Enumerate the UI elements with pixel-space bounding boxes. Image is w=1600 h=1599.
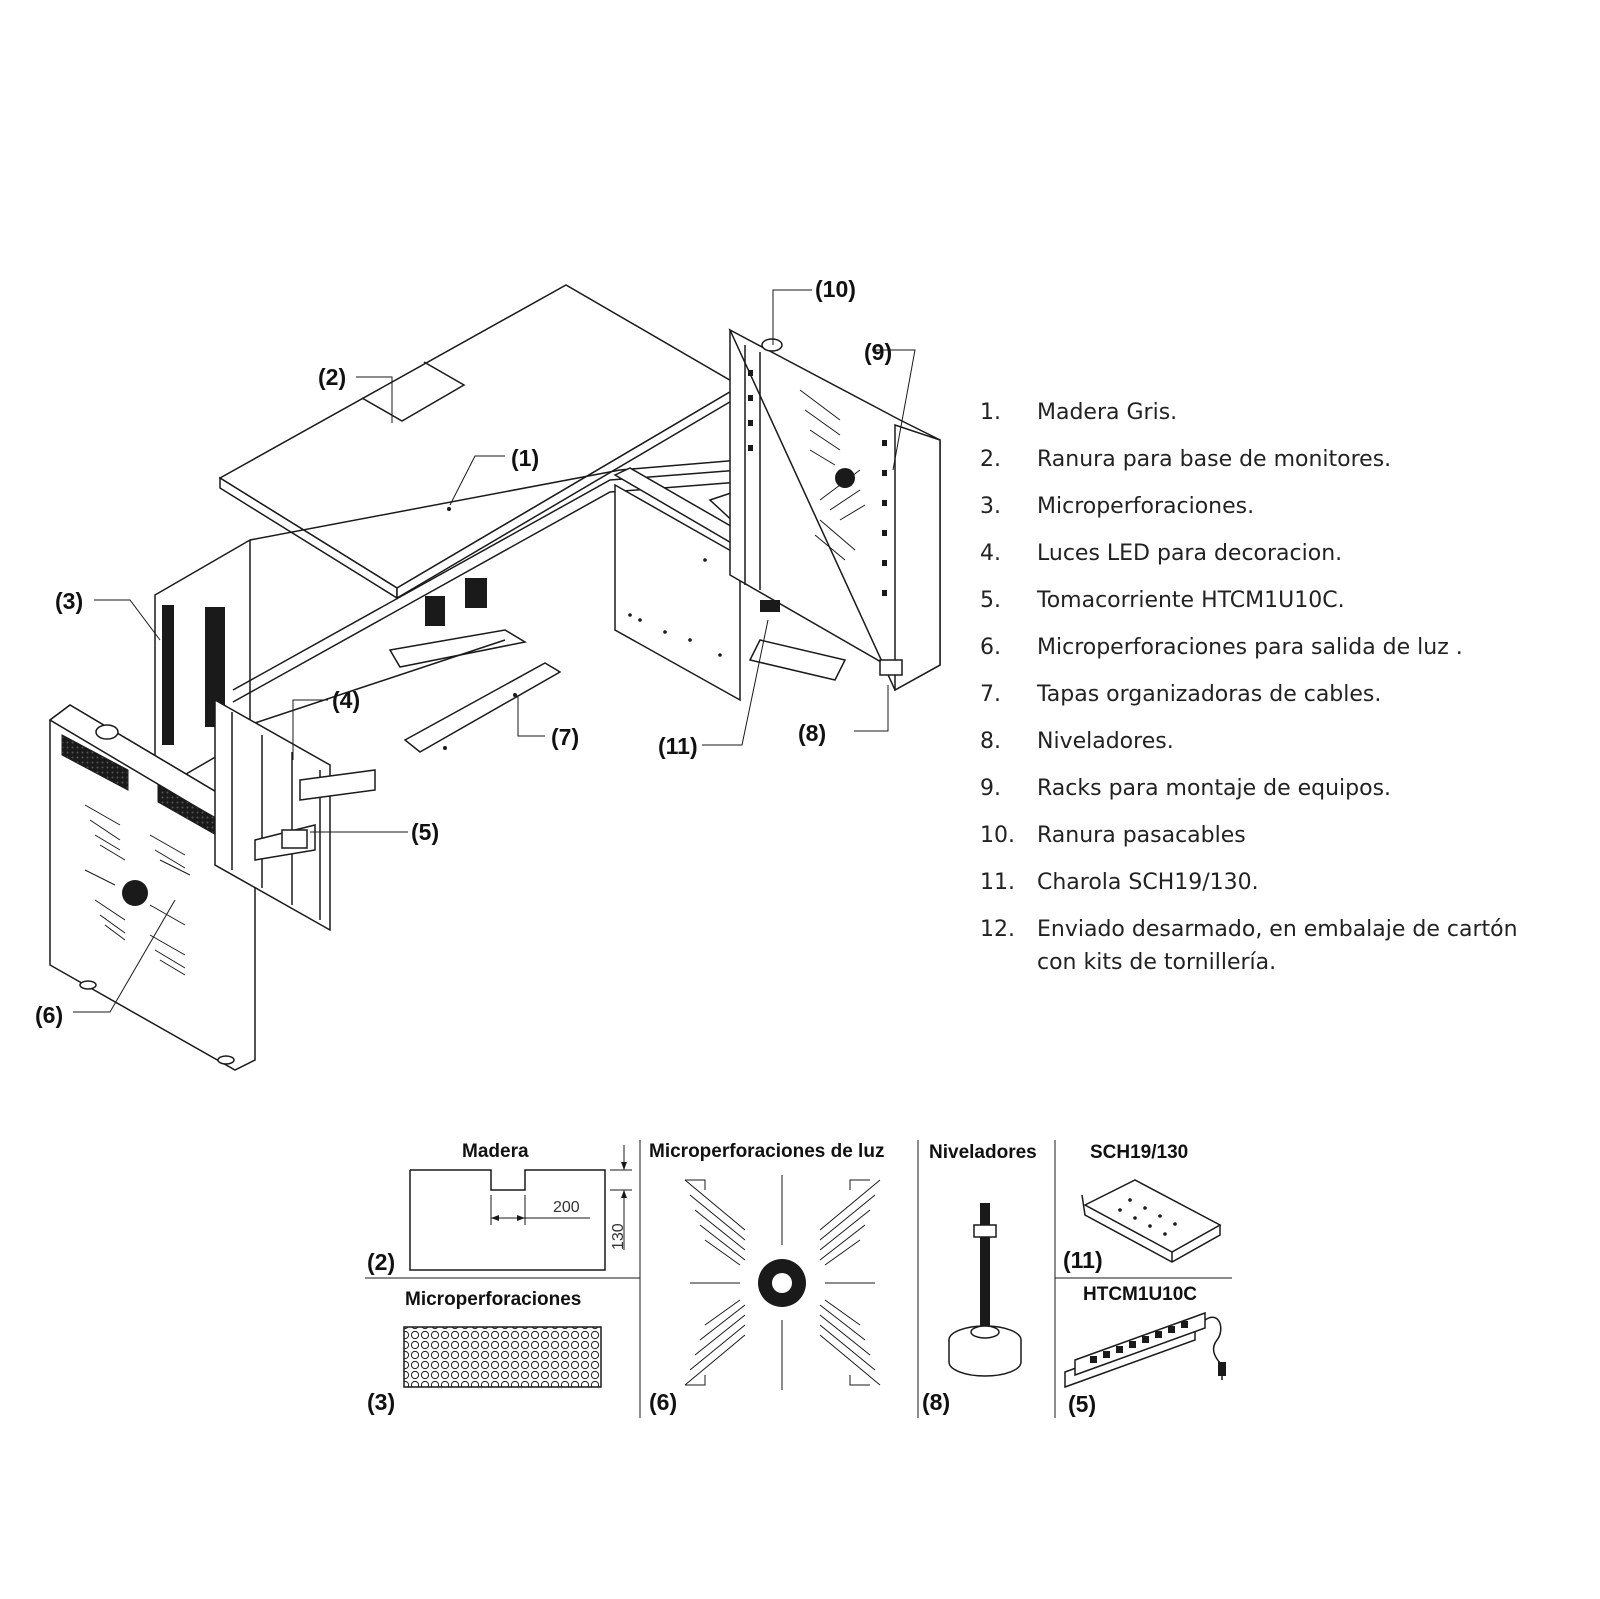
legend-text: Microperforaciones. xyxy=(1037,494,1255,519)
callout-10: (10) xyxy=(815,276,856,302)
legend-number: 4. xyxy=(980,541,1001,566)
legend-item: 12. Enviado desarmado, en embalaje de car… xyxy=(980,913,1540,979)
callout-8: (8) xyxy=(798,720,826,746)
detail-niveladores: Niveladores (8) xyxy=(922,1142,1037,1415)
callout-3: (3) xyxy=(55,588,83,614)
callout-7: (7) xyxy=(551,724,579,750)
legend-text: Microperforaciones para salida de luz . xyxy=(1037,635,1463,660)
legend-item: 5. Tomacorriente HTCM1U10C. xyxy=(980,584,1540,617)
tomacorriente-label: (5) xyxy=(1068,1391,1096,1417)
legend-number: 9. xyxy=(980,776,1001,801)
madera-height-dim: 130 xyxy=(610,1223,627,1250)
callout-5: (5) xyxy=(411,819,439,845)
detail-madera: Madera 200 130 (2) xyxy=(367,1141,632,1275)
legend-item: 10. Ranura pasacables xyxy=(980,819,1540,852)
callout-2: (2) xyxy=(318,364,346,390)
legend-item: 9. Racks para montaje de equipos. xyxy=(980,772,1540,805)
charola-label: (11) xyxy=(1063,1247,1103,1273)
callout-1: (1) xyxy=(511,445,539,471)
legend-text: Madera Gris. xyxy=(1037,400,1178,425)
legend-text: Tapas organizadoras de cables. xyxy=(1037,682,1382,707)
left-side-panel xyxy=(48,704,257,1071)
callout-4: (4) xyxy=(332,687,360,713)
legend-text: Enviado desarmado, en embalaje de cartón… xyxy=(1037,917,1518,975)
monitor-slot xyxy=(361,361,466,422)
legend-item: 1. Madera Gris. xyxy=(980,396,1540,429)
madera-title: Madera xyxy=(462,1141,529,1162)
parts-legend: 1. Madera Gris. 2. Ranura para base de mon… xyxy=(980,396,1540,993)
legend-number: 10. xyxy=(980,823,1015,848)
legend-number: 7. xyxy=(980,682,1001,707)
legend-number: 8. xyxy=(980,729,1001,754)
legend-number: 5. xyxy=(980,588,1001,613)
legend-text: Niveladores. xyxy=(1037,729,1174,754)
legend-item: 7. Tapas organizadoras de cables. xyxy=(980,678,1540,711)
detail-charola: SCH19/130 (11) xyxy=(1063,1142,1222,1273)
callout-labels: (1) (2) (3) (4) (5) (6) (7) (8) (9) (10)… xyxy=(35,276,892,1028)
legend-item: 4. Luces LED para decoracion. xyxy=(980,537,1540,570)
niveladores-title: Niveladores xyxy=(929,1142,1037,1163)
detail-tomacorriente: HTCM1U10C (5) xyxy=(1064,1284,1226,1417)
legend-text: Ranura para base de monitores. xyxy=(1037,447,1392,472)
madera-width-dim: 200 xyxy=(553,1199,580,1216)
callout-11: (11) xyxy=(658,733,698,759)
legend-number: 11. xyxy=(980,870,1015,895)
microperforaciones-label: (3) xyxy=(367,1389,395,1415)
desk-top xyxy=(218,284,742,600)
legend-item: 11. Charola SCH19/130. xyxy=(980,866,1540,899)
right-side-panel xyxy=(728,328,941,692)
legend-text: Luces LED para decoracion. xyxy=(1037,541,1343,566)
callout-9: (9) xyxy=(864,339,892,365)
legend-text: Racks para montaje de equipos. xyxy=(1037,776,1392,801)
luz-label: (6) xyxy=(649,1389,677,1415)
tomacorriente-title: HTCM1U10C xyxy=(1083,1284,1197,1305)
legend-number: 3. xyxy=(980,494,1001,519)
callout-leaders xyxy=(73,289,916,1013)
detail-panels: Madera 200 130 (2) Microperforaciones (3… xyxy=(365,1140,1232,1418)
legend-text: Ranura pasacables xyxy=(1037,823,1246,848)
charola-title: SCH19/130 xyxy=(1090,1142,1188,1163)
callout-6: (6) xyxy=(35,1002,63,1028)
niveladores-label: (8) xyxy=(922,1389,950,1415)
inner-bracket xyxy=(214,698,376,932)
legend-item: 6. Microperforaciones para salida de luz … xyxy=(980,631,1540,664)
legend-number: 2. xyxy=(980,447,1001,472)
legend-item: 3. Microperforaciones. xyxy=(980,490,1540,523)
legend-item: 2. Ranura para base de monitores. xyxy=(980,443,1540,476)
legend-number: 1. xyxy=(980,400,1001,425)
luz-title: Microperforaciones de luz xyxy=(649,1141,884,1162)
detail-luz: Microperforaciones de luz (6) xyxy=(649,1141,884,1415)
detail-microperforaciones: Microperforaciones (3) xyxy=(367,1289,602,1415)
legend-item: 8. Niveladores. xyxy=(980,725,1540,758)
legend-text: Tomacorriente HTCM1U10C. xyxy=(1037,588,1345,613)
legend-text: Charola SCH19/130. xyxy=(1037,870,1259,895)
microperforaciones-title: Microperforaciones xyxy=(405,1289,581,1310)
legend-number: 12. xyxy=(980,917,1015,942)
light-pattern xyxy=(684,1175,881,1390)
madera-label: (2) xyxy=(367,1249,395,1275)
legend-number: 6. xyxy=(980,635,1001,660)
